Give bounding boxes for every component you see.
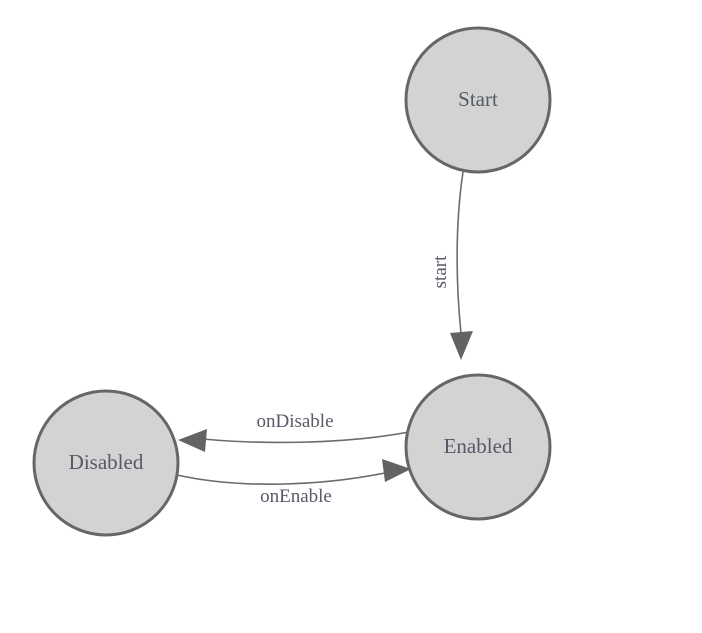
edge-start-to-enabled[interactable]: start xyxy=(430,171,473,360)
edge-enabled-to-disabled-path xyxy=(202,431,410,444)
edge-disabled-to-enabled-path xyxy=(176,472,386,486)
edge-label-ondisable: onDisable xyxy=(256,411,333,432)
edge-label-onenable: onEnable xyxy=(260,486,332,507)
edge-disabled-to-enabled[interactable]: onEnable xyxy=(176,459,411,507)
edge-disabled-to-enabled-arrowhead xyxy=(382,459,411,482)
node-enabled-circle xyxy=(404,373,552,521)
node-enabled[interactable]: Enabled xyxy=(404,373,552,521)
node-start-label: Start xyxy=(458,87,498,111)
edge-label-start: start xyxy=(430,255,451,288)
node-start[interactable]: Start xyxy=(404,26,552,174)
node-disabled-label: Disabled xyxy=(69,450,144,474)
edge-enabled-to-disabled[interactable]: onDisable xyxy=(178,411,410,452)
node-disabled-circle xyxy=(32,389,180,537)
node-disabled[interactable]: Disabled xyxy=(32,389,180,537)
edge-start-to-enabled-arrowhead xyxy=(450,331,473,360)
edge-start-to-enabled-path xyxy=(456,171,464,334)
node-enabled-label: Enabled xyxy=(444,434,513,458)
node-start-circle xyxy=(404,26,552,174)
edge-enabled-to-disabled-arrowhead xyxy=(178,429,207,452)
